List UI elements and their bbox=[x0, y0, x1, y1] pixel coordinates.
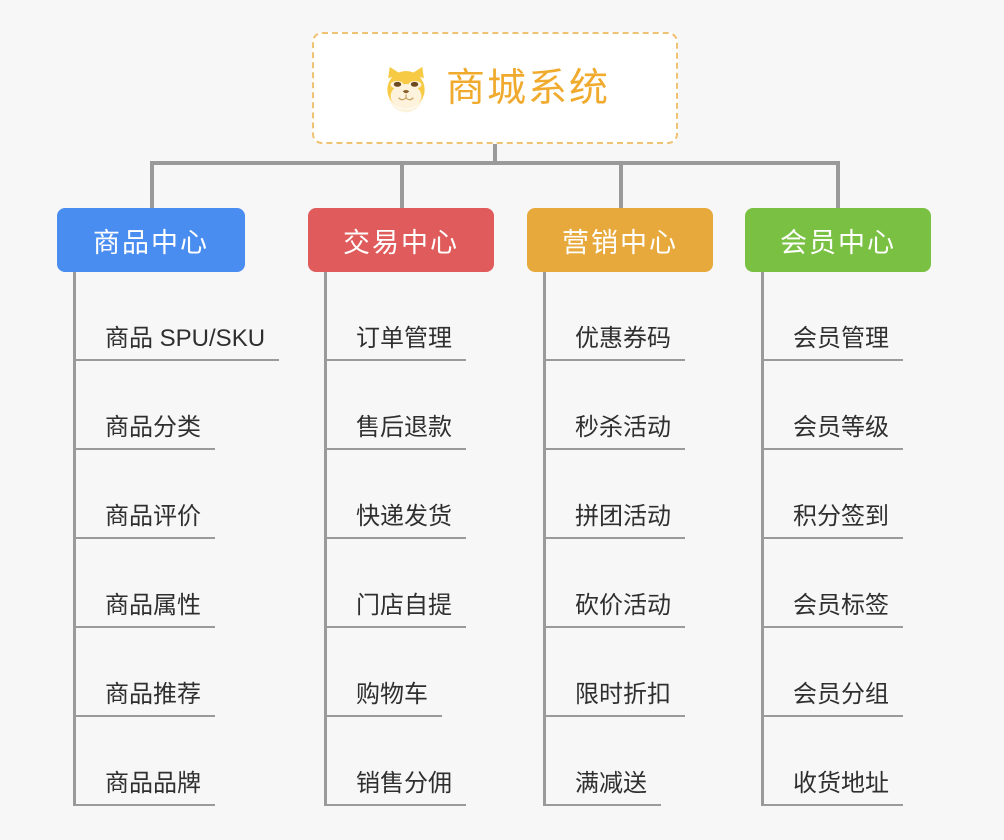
category-header-product-center[interactable]: 商品中心 bbox=[57, 208, 245, 272]
leaf-list-product-center: 商品 SPU/SKU 商品分类 商品评价 商品属性 商品推荐 商品品牌 bbox=[57, 272, 280, 806]
root-node-label: 商城系统 bbox=[445, 66, 610, 110]
list-item[interactable]: 购物车 bbox=[308, 628, 494, 717]
list-item[interactable]: 优惠券码 bbox=[527, 272, 713, 361]
list-item[interactable]: 限时折扣 bbox=[527, 628, 713, 717]
shiba-dog-face-icon bbox=[387, 66, 425, 113]
list-item[interactable]: 会员等级 bbox=[745, 361, 931, 450]
list-item[interactable]: 会员分组 bbox=[745, 628, 931, 717]
list-item[interactable]: 商品 SPU/SKU bbox=[57, 272, 280, 361]
root-node-shop-system[interactable]: 商城系统 bbox=[312, 32, 678, 144]
list-item[interactable]: 商品属性 bbox=[57, 539, 245, 628]
connector-drop-4 bbox=[836, 161, 840, 208]
leaf-list-marketing-center: 优惠券码 秒杀活动 拼团活动 砍价活动 限时折扣 满减送 bbox=[527, 272, 713, 806]
list-item[interactable]: 销售分佣 bbox=[308, 717, 494, 806]
list-item[interactable]: 门店自提 bbox=[308, 539, 494, 628]
connector-horizontal-bus bbox=[150, 161, 838, 165]
list-item[interactable]: 商品评价 bbox=[57, 450, 245, 539]
list-item[interactable]: 拼团活动 bbox=[527, 450, 713, 539]
list-item[interactable]: 满减送 bbox=[527, 717, 713, 806]
list-item[interactable]: 商品推荐 bbox=[57, 628, 245, 717]
list-item[interactable]: 会员标签 bbox=[745, 539, 931, 628]
list-item[interactable]: 秒杀活动 bbox=[527, 361, 713, 450]
list-item[interactable]: 快递发货 bbox=[308, 450, 494, 539]
list-item[interactable]: 订单管理 bbox=[308, 272, 494, 361]
list-item[interactable]: 售后退款 bbox=[308, 361, 494, 450]
branch-trade-center: 交易中心 订单管理 售后退款 快递发货 门店自提 购物车 销售分佣 bbox=[308, 208, 494, 806]
branch-product-center: 商品中心 商品 SPU/SKU 商品分类 商品评价 商品属性 商品推荐 商品品牌 bbox=[57, 208, 280, 806]
spine-member-center bbox=[761, 272, 764, 806]
list-item[interactable]: 会员管理 bbox=[745, 272, 931, 361]
list-item[interactable]: 商品品牌 bbox=[57, 717, 245, 806]
spine-trade-center bbox=[324, 272, 327, 806]
list-item[interactable]: 收货地址 bbox=[745, 717, 931, 806]
connector-drop-2 bbox=[400, 161, 404, 208]
spine-product-center bbox=[73, 272, 76, 806]
category-header-member-center[interactable]: 会员中心 bbox=[745, 208, 931, 272]
leaf-list-member-center: 会员管理 会员等级 积分签到 会员标签 会员分组 收货地址 bbox=[745, 272, 931, 806]
branch-member-center: 会员中心 会员管理 会员等级 积分签到 会员标签 会员分组 收货地址 bbox=[745, 208, 931, 806]
connector-drop-1 bbox=[150, 161, 154, 208]
list-item[interactable]: 积分签到 bbox=[745, 450, 931, 539]
branch-marketing-center: 营销中心 优惠券码 秒杀活动 拼团活动 砍价活动 限时折扣 满减送 bbox=[527, 208, 713, 806]
list-item[interactable]: 商品分类 bbox=[57, 361, 245, 450]
category-header-trade-center[interactable]: 交易中心 bbox=[308, 208, 494, 272]
spine-marketing-center bbox=[543, 272, 546, 806]
category-header-marketing-center[interactable]: 营销中心 bbox=[527, 208, 713, 272]
connector-drop-3 bbox=[619, 161, 623, 208]
leaf-list-trade-center: 订单管理 售后退款 快递发货 门店自提 购物车 销售分佣 bbox=[308, 272, 494, 806]
list-item[interactable]: 砍价活动 bbox=[527, 539, 713, 628]
connector-root-stem bbox=[493, 144, 497, 163]
